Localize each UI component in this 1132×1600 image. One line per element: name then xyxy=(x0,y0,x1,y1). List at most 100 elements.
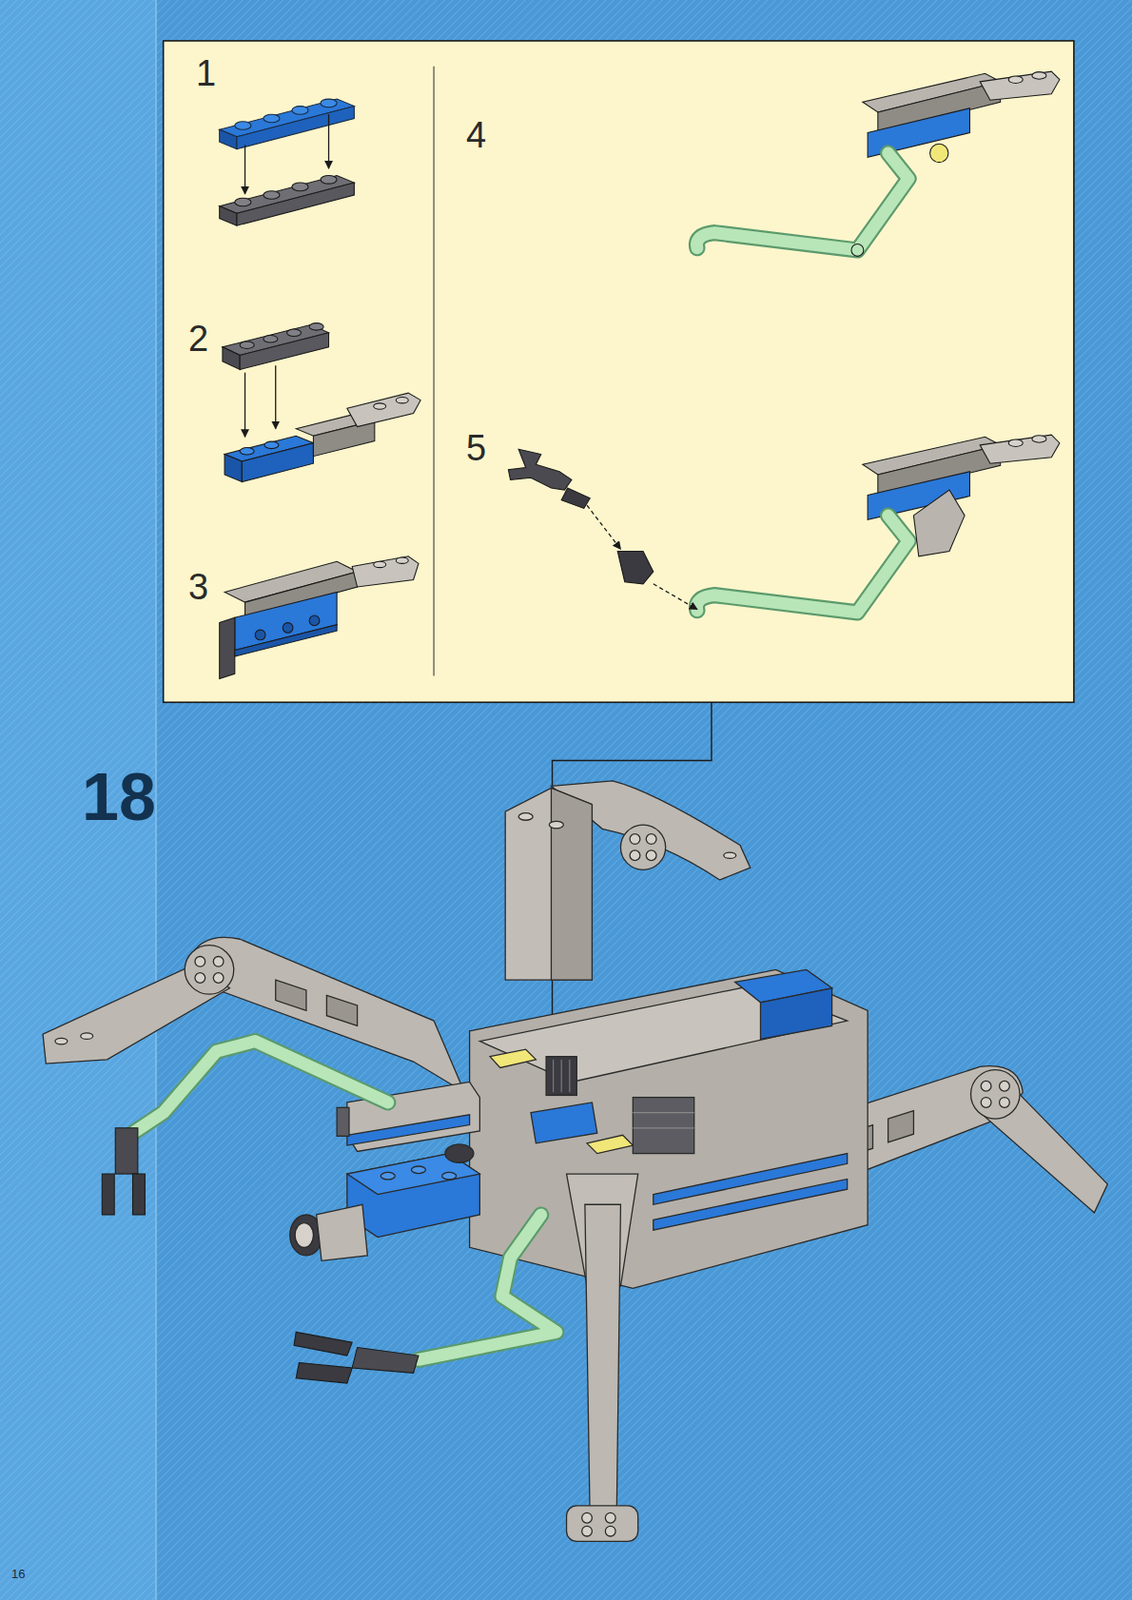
spider-walker-model xyxy=(442,1171,457,1180)
spider-walker-model xyxy=(548,820,564,829)
assembly-arrow xyxy=(244,372,246,438)
gripper-tool xyxy=(507,448,572,490)
gripper-tool xyxy=(561,487,590,508)
dark-grey-plate xyxy=(236,182,354,226)
dark-grey-bracket xyxy=(222,347,240,371)
spider-walker-model xyxy=(316,1204,369,1261)
spider-walker-model xyxy=(275,979,307,1011)
assembly-arrow xyxy=(274,365,276,430)
spider-walker-model xyxy=(653,1153,848,1206)
spider-walker-model xyxy=(888,1111,915,1143)
step-number: 5 xyxy=(466,429,487,467)
spider-walker-model xyxy=(213,973,224,984)
spider-walker-model xyxy=(586,1134,633,1153)
spider-walker-model xyxy=(999,1080,1011,1092)
blue-plate xyxy=(236,106,354,150)
arm-sub-assembly xyxy=(697,515,910,613)
hinge-sub-assembly xyxy=(219,617,235,679)
hinge-sub-assembly xyxy=(224,392,421,482)
spider-walker-model xyxy=(605,1512,616,1523)
spider-walker-model xyxy=(336,1107,350,1136)
page-number: 16 xyxy=(11,1567,25,1581)
spider-walker-model xyxy=(645,850,657,861)
hinge-sub-assembly xyxy=(347,392,421,427)
spider-walker-model xyxy=(479,985,847,1083)
spider-walker-model xyxy=(971,1070,1021,1120)
hinge-sub-assembly xyxy=(282,623,293,634)
assembly-arrow xyxy=(328,114,330,169)
spider-walker-model xyxy=(42,780,1108,1542)
spider-walker-model xyxy=(723,852,737,859)
spider-walker-model xyxy=(999,1097,1011,1109)
blue-plate xyxy=(292,106,309,116)
arm-sub-assembly xyxy=(697,434,1060,613)
spider-walker-model xyxy=(653,1178,848,1230)
hinge-sub-assembly xyxy=(351,556,419,587)
spider-walker-model xyxy=(80,1033,94,1039)
spider-walker-model xyxy=(294,1223,313,1249)
spider-walker-model xyxy=(489,1049,536,1068)
sub-assembly-panel xyxy=(163,40,1074,703)
arm-sub-assembly xyxy=(1008,76,1023,84)
spider-walker-model xyxy=(518,813,533,821)
dark-grey-plate xyxy=(292,182,309,192)
spider-walker-model xyxy=(42,964,230,1064)
spider-walker-model xyxy=(629,850,641,861)
arm-sub-assembly xyxy=(851,243,864,256)
assembly-arrow xyxy=(653,584,698,610)
spider-walker-model xyxy=(505,787,592,980)
spider-walker-model xyxy=(184,945,235,996)
arm-sub-assembly xyxy=(1032,435,1047,444)
spider-walker-model xyxy=(530,1102,598,1144)
hinge-sub-assembly xyxy=(309,615,320,626)
arm-sub-assembly xyxy=(930,143,949,162)
spider-walker-model xyxy=(632,1127,694,1129)
step-number: 1 xyxy=(195,55,216,92)
blue-plate xyxy=(320,98,337,108)
hinge-sub-assembly xyxy=(224,454,242,483)
spider-walker-model xyxy=(632,1112,694,1113)
spider-walker-model xyxy=(605,1525,616,1537)
page-background xyxy=(0,0,157,1600)
dark-grey-plate xyxy=(219,175,355,227)
spider-walker-model xyxy=(620,824,665,870)
gripper-tool xyxy=(101,1128,419,1384)
green-arm xyxy=(418,1214,557,1360)
step-number: 4 xyxy=(466,117,487,154)
spider-walker-model xyxy=(585,1204,622,1522)
arm-sub-assembly xyxy=(697,515,910,613)
hinge-sub-assembly xyxy=(373,403,387,410)
green-arm xyxy=(133,1041,389,1134)
green-arm xyxy=(418,1214,557,1360)
dark-grey-bracket xyxy=(239,341,254,350)
dark-grey-bracket xyxy=(309,323,324,332)
gripper-tool xyxy=(351,1346,419,1373)
arm-sub-assembly xyxy=(913,489,965,557)
blue-plate xyxy=(234,121,252,131)
dark-grey-plate xyxy=(263,191,280,200)
spider-walker-model xyxy=(582,1525,593,1537)
arm-sub-assembly xyxy=(697,153,910,251)
assembly-arrow xyxy=(244,144,246,195)
spider-walker-model xyxy=(760,988,832,1040)
spider-walker-model xyxy=(55,1037,68,1044)
hinge-sub-assembly xyxy=(264,441,279,449)
spider-walker-model xyxy=(195,973,206,984)
spider-walker-model xyxy=(582,1512,593,1523)
gripper-tool xyxy=(295,1363,352,1384)
arm-sub-assembly xyxy=(1008,439,1023,448)
gripper-tool xyxy=(293,1331,352,1356)
hinge-sub-assembly xyxy=(219,556,419,680)
spider-walker-model xyxy=(552,1059,554,1093)
gripper-tool xyxy=(617,550,654,584)
spider-walker-model xyxy=(629,834,641,845)
dark-grey-plate xyxy=(219,206,237,226)
blue-plate xyxy=(219,129,237,149)
spider-walker-model xyxy=(380,1171,395,1180)
dark-grey-plate xyxy=(320,175,337,185)
arm-sub-assembly xyxy=(979,71,1060,100)
spider-walker-model xyxy=(410,1166,426,1174)
spider-walker-model xyxy=(195,956,206,967)
